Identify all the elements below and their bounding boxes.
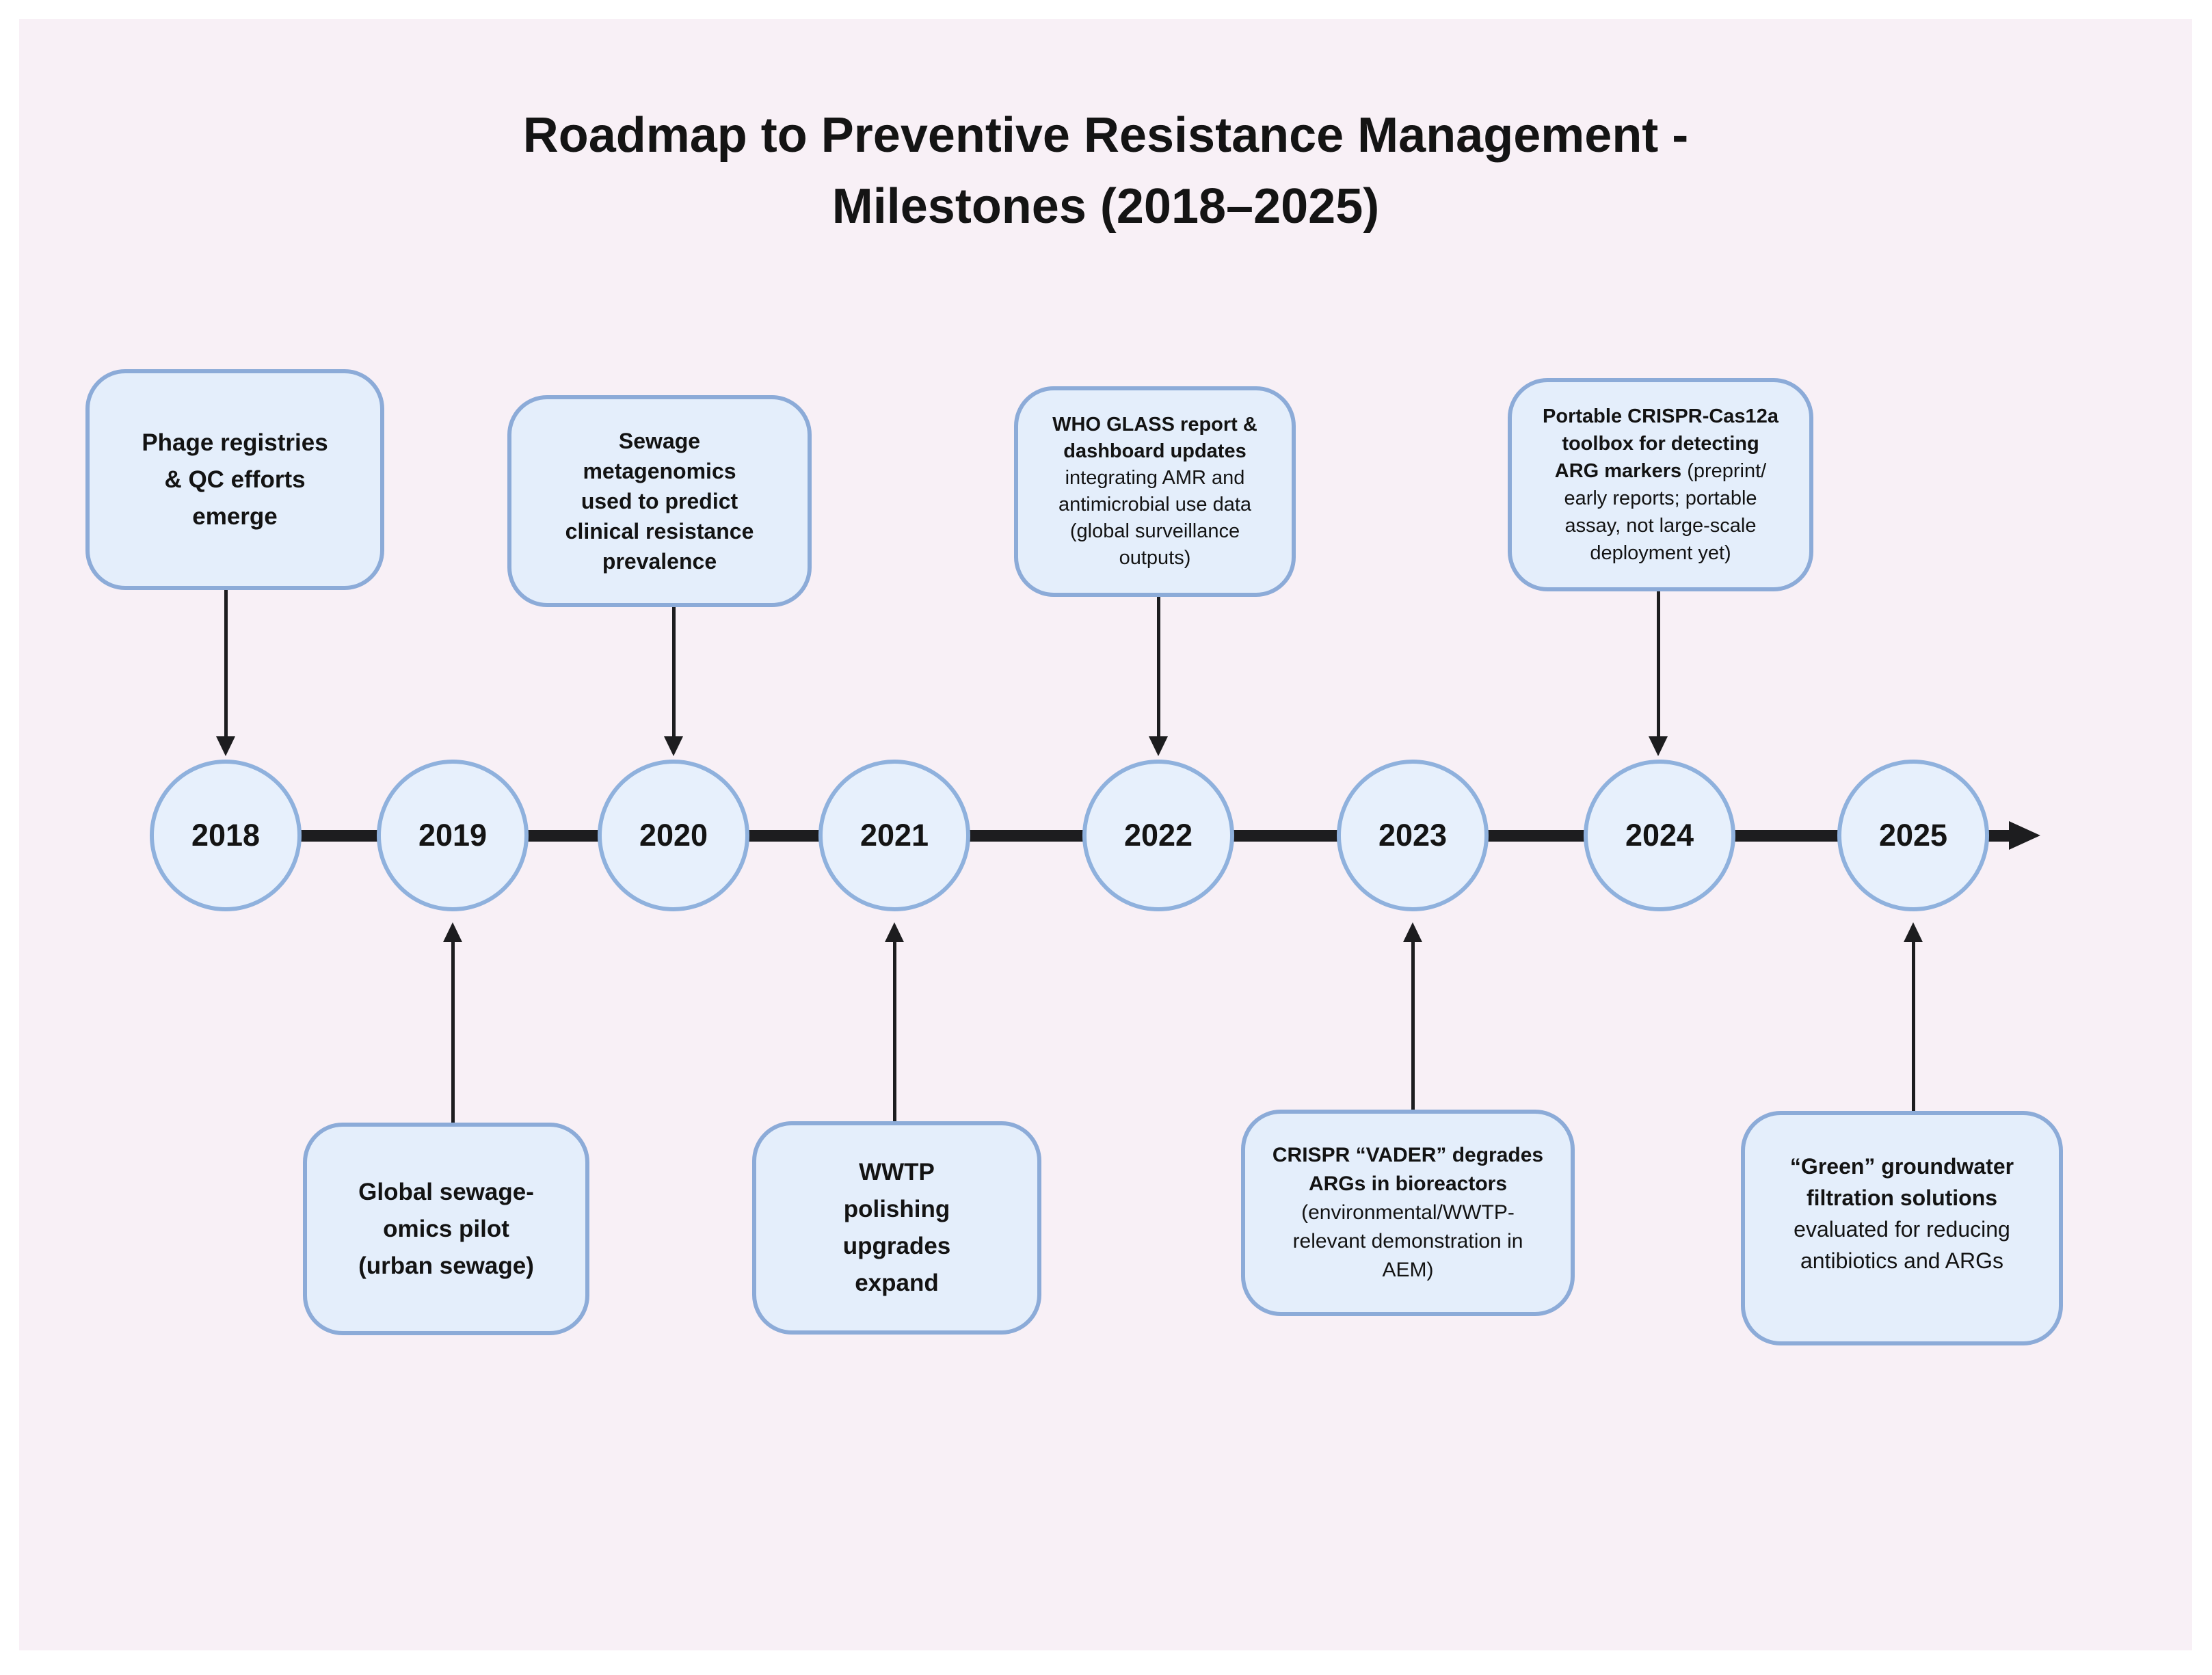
- connector-2020: [672, 607, 676, 739]
- milestone-text: Sewage metagenomics used to predict clin…: [565, 426, 754, 576]
- connector-2025: [1912, 939, 1915, 1111]
- connector-2022: [1157, 597, 1160, 739]
- milestone-text: CRISPR “VADER” degrades ARGs in bioreact…: [1272, 1141, 1543, 1285]
- milestone-title: Phage registries & QC efforts emerge: [142, 429, 328, 530]
- year-node-2022: 2022: [1082, 760, 1234, 911]
- milestone-box-2018: Phage registries & QC efforts emerge: [85, 369, 384, 590]
- arrow-down-icon: [664, 736, 683, 756]
- milestone-title: WHO GLASS report & dashboard updates: [1052, 414, 1257, 462]
- year-node-2021: 2021: [818, 760, 970, 911]
- year-label: 2018: [191, 818, 261, 853]
- milestone-subtext: (preprint/ early reports; portable assay…: [1564, 460, 1767, 564]
- year-label: 2024: [1625, 818, 1694, 853]
- year-label: 2019: [418, 818, 488, 853]
- milestone-subtext: (environmental/WWTP- relevant demonstrat…: [1292, 1201, 1523, 1281]
- milestone-title: WWTP polishing upgrades expand: [842, 1159, 951, 1296]
- year-node-2018: 2018: [150, 760, 302, 911]
- milestone-title: Portable CRISPR-Cas12a toolbox for detec…: [1543, 405, 1778, 482]
- year-label: 2023: [1378, 818, 1448, 853]
- milestone-box-2021: WWTP polishing upgrades expand: [752, 1121, 1041, 1335]
- milestone-text: Phage registries & QC efforts emerge: [142, 425, 328, 535]
- diagram-canvas: Roadmap to Preventive Resistance Managem…: [19, 19, 2192, 1650]
- milestone-title: Global sewage- omics pilot (urban sewage…: [358, 1178, 534, 1279]
- year-label: 2025: [1878, 818, 1948, 853]
- year-label: 2020: [639, 818, 708, 853]
- milestone-title: CRISPR “VADER” degrades ARGs in bioreact…: [1272, 1144, 1544, 1195]
- year-label: 2021: [860, 818, 929, 853]
- connector-2021: [893, 939, 896, 1121]
- milestone-title: “Green” groundwater filtration solutions: [1789, 1154, 2014, 1210]
- milestone-box-2022: WHO GLASS report & dashboard updates int…: [1014, 386, 1296, 597]
- milestone-text: WWTP polishing upgrades expand: [843, 1154, 951, 1302]
- connector-2019: [451, 939, 455, 1123]
- milestone-subtext: evaluated for reducing antibiotics and A…: [1794, 1217, 2010, 1273]
- milestone-box-2025: “Green” groundwater filtration solutions…: [1741, 1111, 2063, 1345]
- milestone-box-2023: CRISPR “VADER” degrades ARGs in bioreact…: [1241, 1110, 1575, 1316]
- arrow-up-icon: [443, 922, 462, 942]
- arrow-up-icon: [885, 922, 904, 942]
- year-node-2019: 2019: [377, 760, 529, 911]
- arrow-up-icon: [1403, 922, 1422, 942]
- connector-2018: [224, 590, 228, 739]
- milestone-text: Portable CRISPR-Cas12a toolbox for detec…: [1543, 403, 1778, 567]
- milestone-box-2020: Sewage metagenomics used to predict clin…: [507, 395, 812, 607]
- milestone-title: Sewage metagenomics used to predict clin…: [565, 429, 754, 574]
- milestone-text: “Green” groundwater filtration solutions…: [1790, 1151, 2014, 1276]
- timeline-arrowhead-icon: [2009, 821, 2040, 850]
- year-label: 2022: [1123, 818, 1193, 853]
- arrow-down-icon: [1149, 736, 1168, 756]
- milestone-text: WHO GLASS report & dashboard updates int…: [1052, 412, 1257, 572]
- connector-2024: [1657, 591, 1660, 739]
- arrow-up-icon: [1904, 922, 1923, 942]
- milestone-box-2024: Portable CRISPR-Cas12a toolbox for detec…: [1508, 378, 1813, 591]
- milestone-text: Global sewage- omics pilot (urban sewage…: [358, 1174, 534, 1285]
- year-node-2020: 2020: [598, 760, 749, 911]
- arrow-down-icon: [216, 736, 235, 756]
- milestone-box-2019: Global sewage- omics pilot (urban sewage…: [303, 1123, 589, 1335]
- milestone-subtext: integrating AMR and antimicrobial use da…: [1058, 467, 1252, 569]
- year-node-2023: 2023: [1337, 760, 1489, 911]
- arrow-down-icon: [1649, 736, 1668, 756]
- diagram-title: Roadmap to Preventive Resistance Managem…: [522, 108, 1689, 234]
- year-node-2024: 2024: [1584, 760, 1735, 911]
- connector-2023: [1411, 939, 1415, 1110]
- year-node-2025: 2025: [1837, 760, 1989, 911]
